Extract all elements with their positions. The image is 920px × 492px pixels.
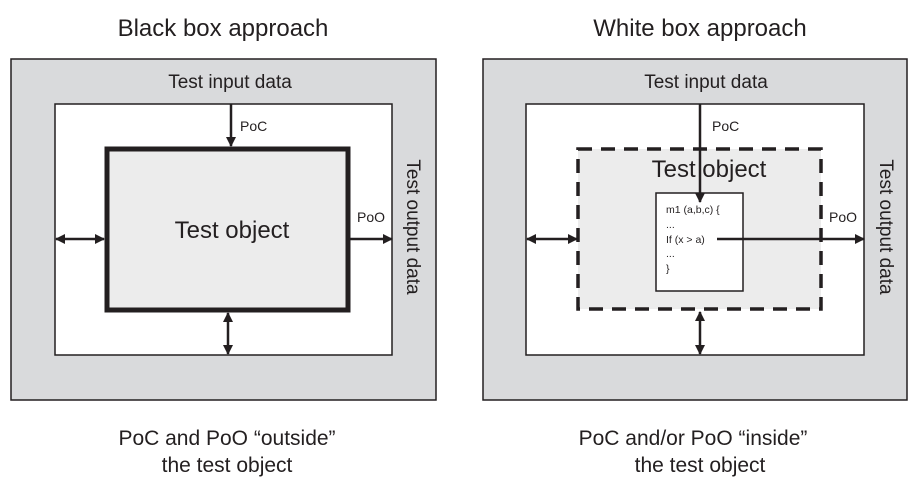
code-line: }	[666, 263, 670, 275]
poc-label: PoC	[712, 118, 739, 134]
poo-label: PoO	[829, 209, 857, 225]
test-output-data-label: Test output data	[875, 159, 896, 295]
test-output-data-label: Test output data	[402, 159, 423, 295]
code-line: m1 (a,b,c) {	[666, 204, 720, 216]
black-box-panel: Black box approach Test input data Test …	[10, 15, 437, 477]
black-box-caption-line2: the test object	[162, 454, 293, 477]
test-object-label: Test object	[175, 217, 290, 244]
poo-label: PoO	[357, 209, 385, 225]
code-line: ...	[666, 219, 675, 231]
test-input-data-label: Test input data	[644, 72, 768, 93]
white-box-panel: White box approach Test input data Test …	[482, 15, 908, 477]
test-object-box	[104, 146, 351, 313]
code-line: ...	[666, 248, 675, 260]
white-box-caption-line1: PoC and/or PoO “inside”	[579, 427, 808, 450]
black-box-title: Black box approach	[118, 15, 329, 42]
white-box-caption-line2: the test object	[635, 454, 766, 477]
code-line: If (x > a)	[666, 234, 705, 246]
poc-label: PoC	[240, 118, 267, 134]
black-box-caption-line1: PoC and PoO “outside”	[118, 427, 335, 450]
test-object-label: Test object	[652, 156, 767, 183]
white-box-title: White box approach	[593, 15, 806, 42]
test-input-data-label: Test input data	[168, 72, 292, 93]
